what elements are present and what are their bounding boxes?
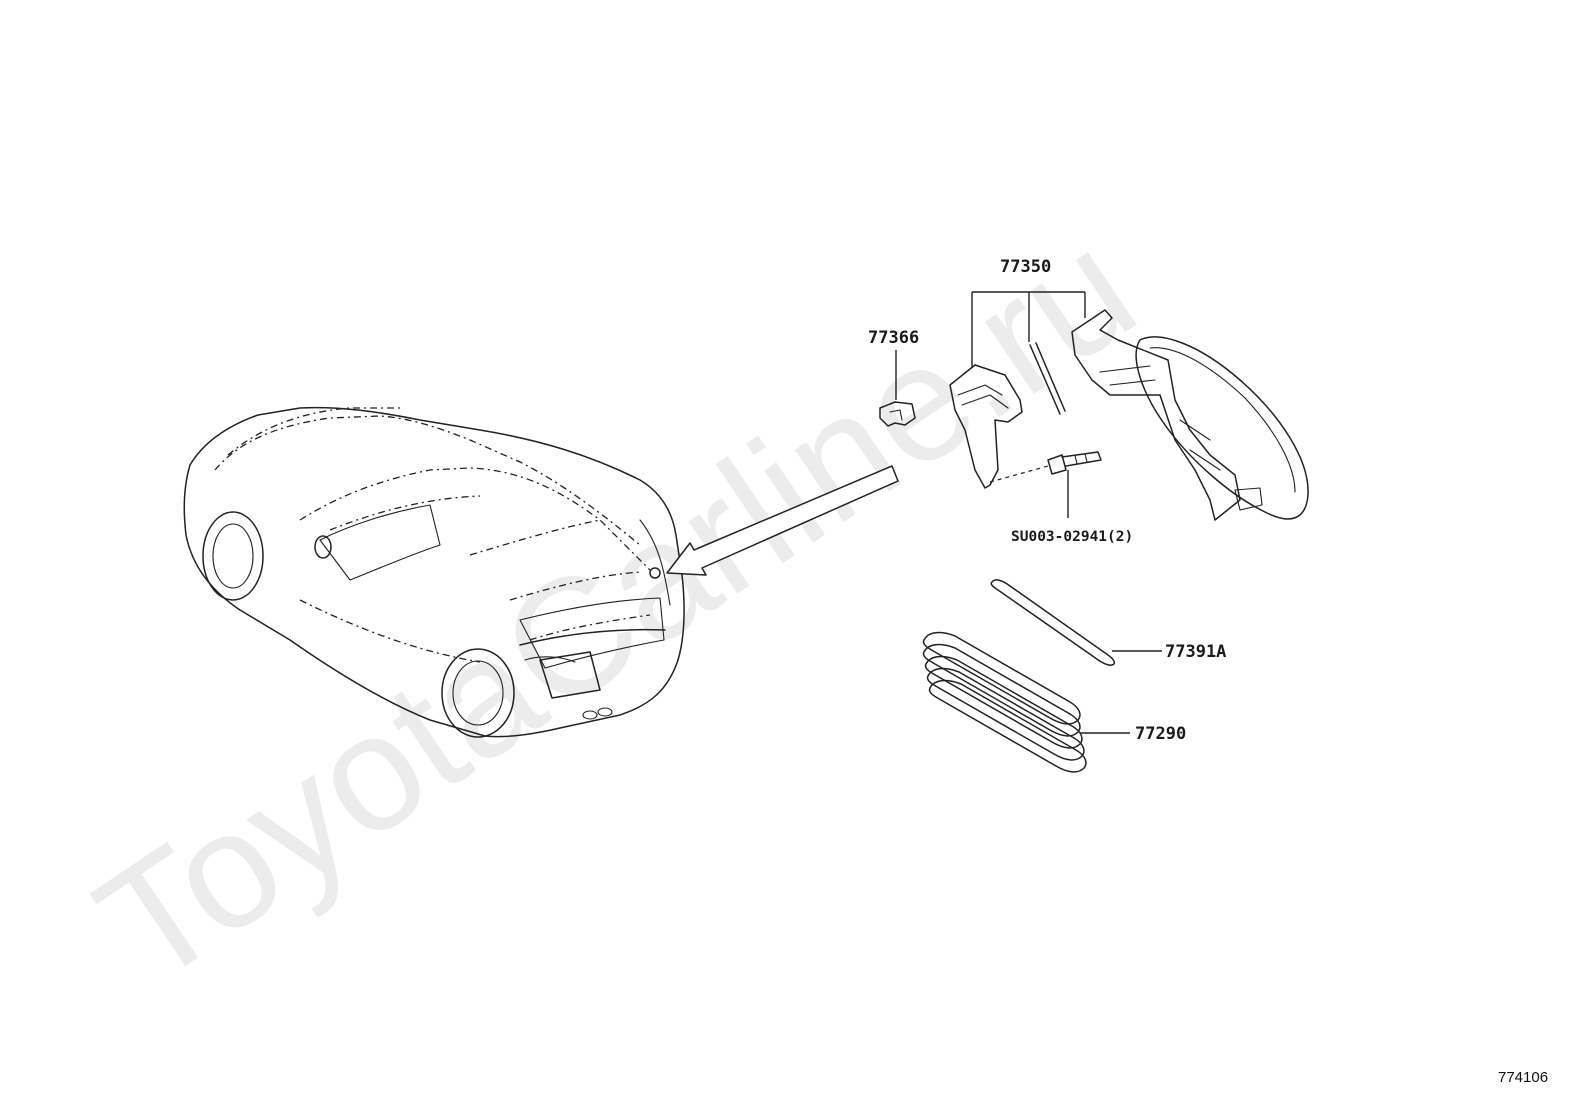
label-77350: 77350 bbox=[1000, 257, 1051, 277]
label-su003-02941: SU003-02941(2) bbox=[1011, 529, 1133, 545]
watermark: ToyotaCarline.ru bbox=[67, 195, 1166, 1019]
label-77290: 77290 bbox=[1135, 724, 1186, 744]
car-illustration bbox=[183, 406, 685, 738]
part-77350-lid bbox=[1071, 309, 1309, 521]
diagram-number: 774106 bbox=[1498, 1069, 1548, 1086]
screw-axis-line bbox=[989, 465, 1049, 483]
part-77391a-gasket bbox=[990, 579, 1116, 666]
part-77350-housing bbox=[949, 364, 1023, 489]
part-77290-seal bbox=[922, 631, 1087, 773]
pointer-arrow bbox=[666, 465, 899, 576]
part-77350-rod bbox=[1029, 342, 1066, 415]
leader-77350 bbox=[971, 291, 1086, 368]
label-77366: 77366 bbox=[868, 328, 919, 348]
part-77366-clip bbox=[879, 401, 916, 427]
label-77391a: 77391A bbox=[1165, 642, 1226, 662]
part-su003-screw bbox=[1047, 451, 1102, 475]
